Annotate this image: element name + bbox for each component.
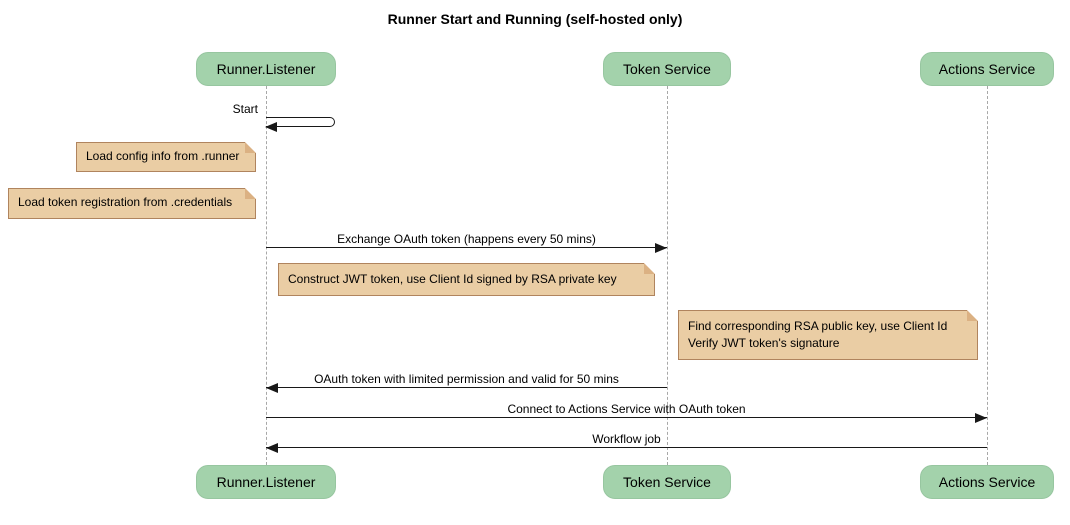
message-start-self-loop: [265, 117, 335, 132]
participant-label: Actions Service: [938, 61, 1036, 77]
message-oauth-token-returned: OAuth token with limited permission and …: [266, 372, 667, 393]
diagram-title: Runner Start and Running (self-hosted on…: [387, 11, 683, 27]
note-load-config: Load config info from .runner: [76, 142, 256, 172]
message-line: [266, 413, 987, 423]
participant-actions-service-top: Actions Service: [920, 52, 1054, 86]
participant-runner-listener-top: Runner.Listener: [196, 52, 336, 86]
message-label: Workflow job: [592, 432, 661, 446]
message-label: Connect to Actions Service with OAuth to…: [507, 402, 746, 416]
arrowhead-right-icon: [655, 243, 667, 253]
participant-label: Runner.Listener: [216, 474, 316, 490]
note-text-line: Verify JWT token's signature: [688, 336, 840, 350]
message-start-label: Start: [232, 102, 258, 116]
lifeline-runner-listener: [266, 86, 267, 465]
note-text: Construct JWT token, use Client Id signe…: [288, 272, 617, 286]
lifeline-token-service: [667, 86, 668, 465]
participant-label: Actions Service: [938, 474, 1036, 490]
note-construct-jwt: Construct JWT token, use Client Id signe…: [278, 263, 655, 296]
arrowhead-right-icon: [975, 413, 987, 423]
message-connect-actions-service: Connect to Actions Service with OAuth to…: [266, 402, 987, 423]
note-verify-jwt: Find corresponding RSA public key, use C…: [678, 310, 978, 360]
participant-runner-listener-bottom: Runner.Listener: [196, 465, 336, 499]
note-text: Load token registration from .credential…: [18, 195, 233, 209]
participant-label: Runner.Listener: [216, 61, 316, 77]
participant-label: Token Service: [623, 61, 711, 77]
arrowhead-left-icon: [265, 122, 277, 132]
participant-token-service-bottom: Token Service: [603, 465, 731, 499]
message-line: [266, 243, 667, 253]
note-text-line: Find corresponding RSA public key, use C…: [688, 319, 948, 333]
participant-actions-service-bottom: Actions Service: [920, 465, 1054, 499]
note-text: Load config info from .runner: [86, 149, 240, 163]
message-label: OAuth token with limited permission and …: [314, 372, 619, 386]
message-exchange-oauth-token: Exchange OAuth token (happens every 50 m…: [266, 232, 667, 253]
message-workflow-job: Workflow job: [266, 432, 987, 453]
participant-token-service-top: Token Service: [603, 52, 731, 86]
participant-label: Token Service: [623, 474, 711, 490]
lifeline-actions-service: [987, 86, 988, 465]
message-line: [266, 443, 987, 453]
message-line: [266, 383, 667, 393]
arrowhead-left-icon: [266, 383, 278, 393]
note-load-token-registration: Load token registration from .credential…: [8, 188, 256, 219]
message-label: Exchange OAuth token (happens every 50 m…: [337, 232, 596, 246]
arrowhead-left-icon: [266, 443, 278, 453]
